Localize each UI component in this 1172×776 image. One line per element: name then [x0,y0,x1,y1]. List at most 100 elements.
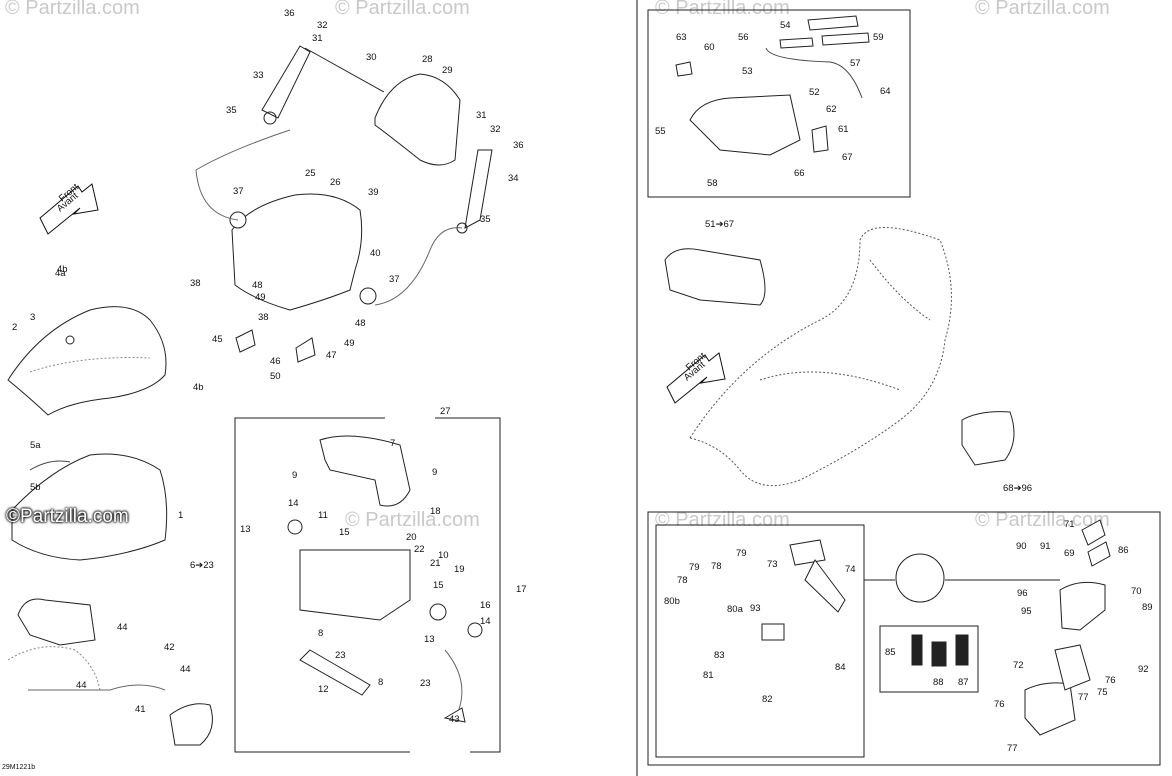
callout-left-62: 47 [326,350,337,361]
callout-right-17: 69 [1064,548,1075,559]
callout-left-57: 44 [117,622,128,633]
callout-left-46: 36 [284,8,295,19]
callout-left-49: 37 [389,274,400,285]
callout-left-58: 44 [180,664,191,675]
callout-right-47: 95 [1021,606,1032,617]
callout-right-15: 67 [842,152,853,163]
callout-right-23: 75 [1097,687,1108,698]
callout-left-24: 17 [516,584,527,595]
seat-assembly [7,306,168,561]
diagram-code: 29M1221b [2,764,36,771]
watermark: © Partzilla.com [5,0,140,19]
callout-right-42: 89 [1142,602,1153,613]
callout-left-55: 42 [164,642,175,653]
callout-right-3: 54 [780,20,791,31]
callout-left-19: 14 [288,498,299,509]
callout-right-21: 73 [767,559,778,570]
callout-right-36: 83 [714,650,725,661]
callout-left-7: 5b [30,482,41,493]
callout-right-16: 68➔96 [1003,483,1032,494]
callout-left-15: 11 [318,510,328,521]
callout-left-60: 45 [212,334,223,345]
callout-right-40: 87 [958,677,969,688]
callout-left-43: 34 [508,173,519,184]
callout-right-26: 77 [1078,692,1089,703]
callout-right-2: 53 [742,66,753,77]
callout-left-32: 25 [305,168,316,179]
watermark: © Partzilla.com [335,0,470,19]
callout-right-44: 91 [1040,541,1051,552]
callout-left-13: 9 [432,467,437,478]
callout-left-51: 38 [258,312,269,323]
callout-left-33: 26 [330,177,341,188]
callout-right-1: 52 [809,87,820,98]
callout-left-30: 23 [335,650,346,661]
callout-left-26: 19 [454,564,465,575]
callout-left-8: 6➔23 [190,560,214,571]
callout-left-1: 2 [12,322,17,333]
seat-full-view [689,227,952,487]
callout-right-45: 92 [1138,664,1149,675]
callout-left-59: 44 [76,680,87,691]
callout-right-29: 78 [711,561,722,572]
callout-left-52: 39 [368,187,379,198]
callout-left-38: 31 [312,33,323,44]
callout-left-5: 4b [193,382,204,393]
callout-left-67: 50 [270,371,281,382]
callout-right-5: 56 [738,32,749,43]
callout-left-12: 9 [292,470,297,481]
callout-left-29: 22 [414,544,425,555]
callout-left-65: 49 [255,292,266,303]
callout-left-27: 20 [406,532,417,543]
callout-right-48: 96 [1017,588,1028,599]
callout-right-46: 93 [750,603,761,614]
partzilla-logo: ©Partzilla.com [6,506,129,527]
callout-left-21: 15 [339,527,350,538]
front-direction-arrow-right: Front Avant [666,350,726,404]
callout-right-38: 85 [885,647,896,658]
electrical-box [647,511,1161,766]
backrest-assembly [195,45,493,363]
callout-right-18: 70 [1131,586,1142,597]
callout-left-16: 12 [318,684,329,695]
callout-left-45: 35 [480,214,491,225]
callout-right-32: 80a [727,604,744,615]
callout-right-27: 77 [1007,743,1018,754]
watermark: © Partzilla.com [975,509,1110,531]
callout-right-39: 86 [1118,545,1129,556]
heated-grip-box [647,9,911,198]
front-direction-arrow: Front Avant [39,181,99,235]
callout-right-31: 79 [736,548,747,559]
callout-right-14: 66 [794,168,805,179]
callout-right-7: 58 [707,178,718,189]
callout-right-24: 76 [1105,675,1116,686]
callout-left-11: 8 [378,677,383,688]
handlebar-assembly [7,598,213,746]
frame-detail-box [234,417,501,753]
callout-left-35: 28 [422,54,433,65]
callout-right-0: 51➔67 [705,219,734,230]
callout-left-42: 33 [253,70,264,81]
callout-left-25: 18 [430,506,441,517]
callout-left-61: 46 [270,356,281,367]
callout-left-28: 21 [430,558,441,569]
callout-left-63: 48 [252,280,263,291]
callout-left-9: 7 [390,438,395,449]
callout-left-22: 15 [433,580,444,591]
callout-left-4: 4b [57,264,68,275]
callout-right-20: 72 [1013,660,1024,671]
callout-right-11: 62 [826,104,837,115]
callout-left-44: 35 [226,105,237,116]
callout-right-22: 74 [845,564,856,575]
callout-left-48: 37 [233,186,244,197]
callout-left-23: 16 [480,600,491,611]
callout-left-56: 43 [449,714,460,725]
callout-right-43: 90 [1016,541,1027,552]
callout-right-34: 81 [703,670,714,681]
callout-left-31: 23 [420,678,431,689]
side-bag [664,248,1015,466]
callout-left-37: 30 [366,52,377,63]
callout-right-8: 59 [873,32,884,43]
callout-right-10: 61 [838,124,849,135]
